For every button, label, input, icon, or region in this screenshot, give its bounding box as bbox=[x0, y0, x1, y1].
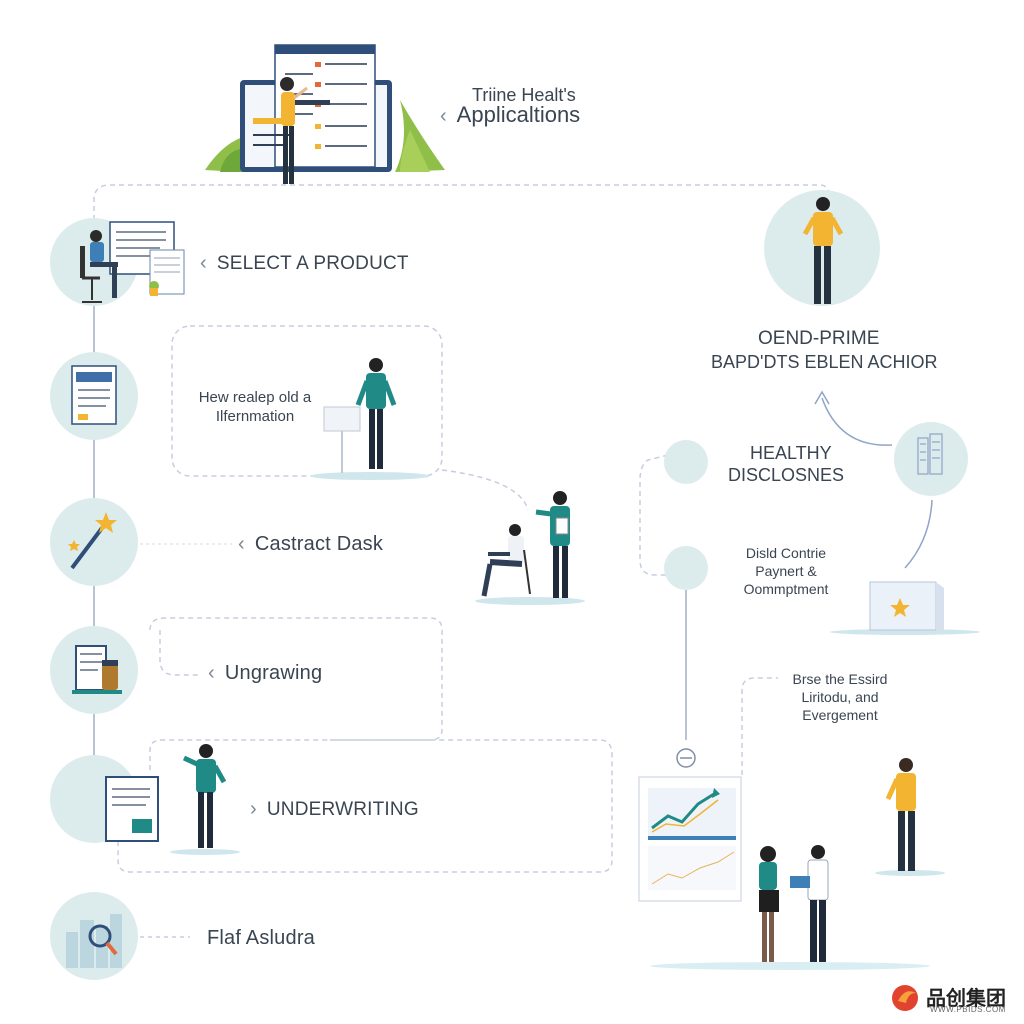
chevron-left-icon: ‹ bbox=[208, 662, 215, 684]
dispute-text: Disld Contrie Paynert & Oommptment bbox=[726, 544, 846, 598]
step-2-illustration bbox=[50, 352, 138, 440]
step-select-product[interactable]: ‹ SELECT A PRODUCT bbox=[200, 252, 409, 275]
right-title-line-1: OEND-PRIME bbox=[758, 328, 880, 349]
step-3-circle bbox=[50, 498, 138, 586]
dispute-circle bbox=[664, 546, 708, 590]
header-line-1: Triine Healt's bbox=[472, 85, 576, 105]
chevron-right-icon: › bbox=[250, 798, 257, 820]
underwriting-outline bbox=[117, 739, 613, 873]
magic-wand-icon bbox=[70, 526, 104, 570]
info-line-2: Ilfernmation bbox=[215, 408, 295, 425]
dispute-line-3: Oommptment bbox=[743, 581, 829, 597]
right-title-line-2: BAPD'DTS EBLEN ACHIOR bbox=[711, 352, 938, 372]
bottom-line-2: Liritodu, and bbox=[801, 689, 879, 705]
healthy-line-2: DISCLOSNES bbox=[728, 465, 845, 485]
step-select-product-label: SELECT A PRODUCT bbox=[216, 253, 409, 274]
underwriting-person bbox=[182, 744, 227, 848]
step-6-illustration bbox=[50, 892, 138, 980]
brand-logo-icon bbox=[892, 985, 918, 1011]
info-text: Hew realep old a Ilfernmation bbox=[185, 388, 325, 426]
right-top-circle bbox=[764, 190, 880, 306]
ungrawing-outline bbox=[149, 617, 443, 741]
right-top-illustration bbox=[764, 190, 880, 306]
step-1-illustration bbox=[50, 218, 185, 306]
chevron-left-icon: ‹ bbox=[200, 252, 207, 274]
standing-woman-illustration bbox=[885, 758, 916, 871]
chevron-left-icon: ‹ bbox=[238, 533, 245, 555]
info-to-meeting-connector bbox=[441, 469, 529, 511]
brand-name: 品创集团 bbox=[926, 986, 1006, 1010]
healthy-disclosures[interactable]: HEALTHY DISCLOSNES bbox=[728, 442, 844, 486]
trend-line bbox=[651, 792, 715, 830]
step-3-illustration bbox=[50, 498, 138, 586]
bottom-line-1: Brse the Essird bbox=[792, 671, 888, 687]
step-ungrawing-label: Ungrawing bbox=[224, 662, 323, 684]
chevron-left-icon: ‹ bbox=[440, 105, 447, 127]
header-title: ‹ Applicaltions bbox=[440, 102, 580, 128]
meeting-illustration bbox=[481, 491, 570, 598]
header-line-2: Applicaltions bbox=[456, 102, 581, 127]
step-ungrawing[interactable]: ‹ Ungrawing bbox=[208, 662, 322, 685]
brand-url: WWW.PBIDS.COM bbox=[930, 1005, 1006, 1014]
step-flaf-asludra[interactable]: Flaf Asludra bbox=[207, 927, 316, 949]
presenter-illustration bbox=[323, 358, 397, 473]
info-line-1: Hew realep old a bbox=[198, 389, 312, 406]
bottom-right-text: Brse the Essird Liritodu, and Evergement bbox=[780, 670, 900, 724]
header-illustration bbox=[205, 44, 445, 184]
step-4-illustration bbox=[50, 626, 138, 714]
magnifier-icon bbox=[88, 924, 112, 948]
star-card-illustration bbox=[869, 581, 944, 631]
dispute-line-2: Paynert & bbox=[755, 563, 817, 579]
star-icon bbox=[890, 598, 910, 617]
step-castract-dask-label: Castract Dask bbox=[254, 533, 384, 555]
info-box-outline bbox=[171, 325, 443, 477]
healthy-circle bbox=[664, 440, 708, 484]
conversation-illustration bbox=[759, 845, 829, 962]
step-underwriting-label: UNDERWRITING bbox=[266, 799, 419, 820]
healthy-line-1: HEALTHY bbox=[750, 443, 832, 463]
top-dashed-connector bbox=[93, 184, 831, 220]
step-underwriting[interactable]: › UNDERWRITING bbox=[250, 798, 419, 821]
chart-board-illustration bbox=[638, 776, 742, 902]
dispute-line-1: Disld Contrie bbox=[745, 545, 827, 561]
right-building-icon bbox=[894, 422, 968, 496]
step-castract-dask[interactable]: ‹ Castract Dask bbox=[238, 533, 383, 556]
step-5-illustration bbox=[50, 755, 159, 843]
bottom-line-3: Evergement bbox=[802, 707, 878, 723]
